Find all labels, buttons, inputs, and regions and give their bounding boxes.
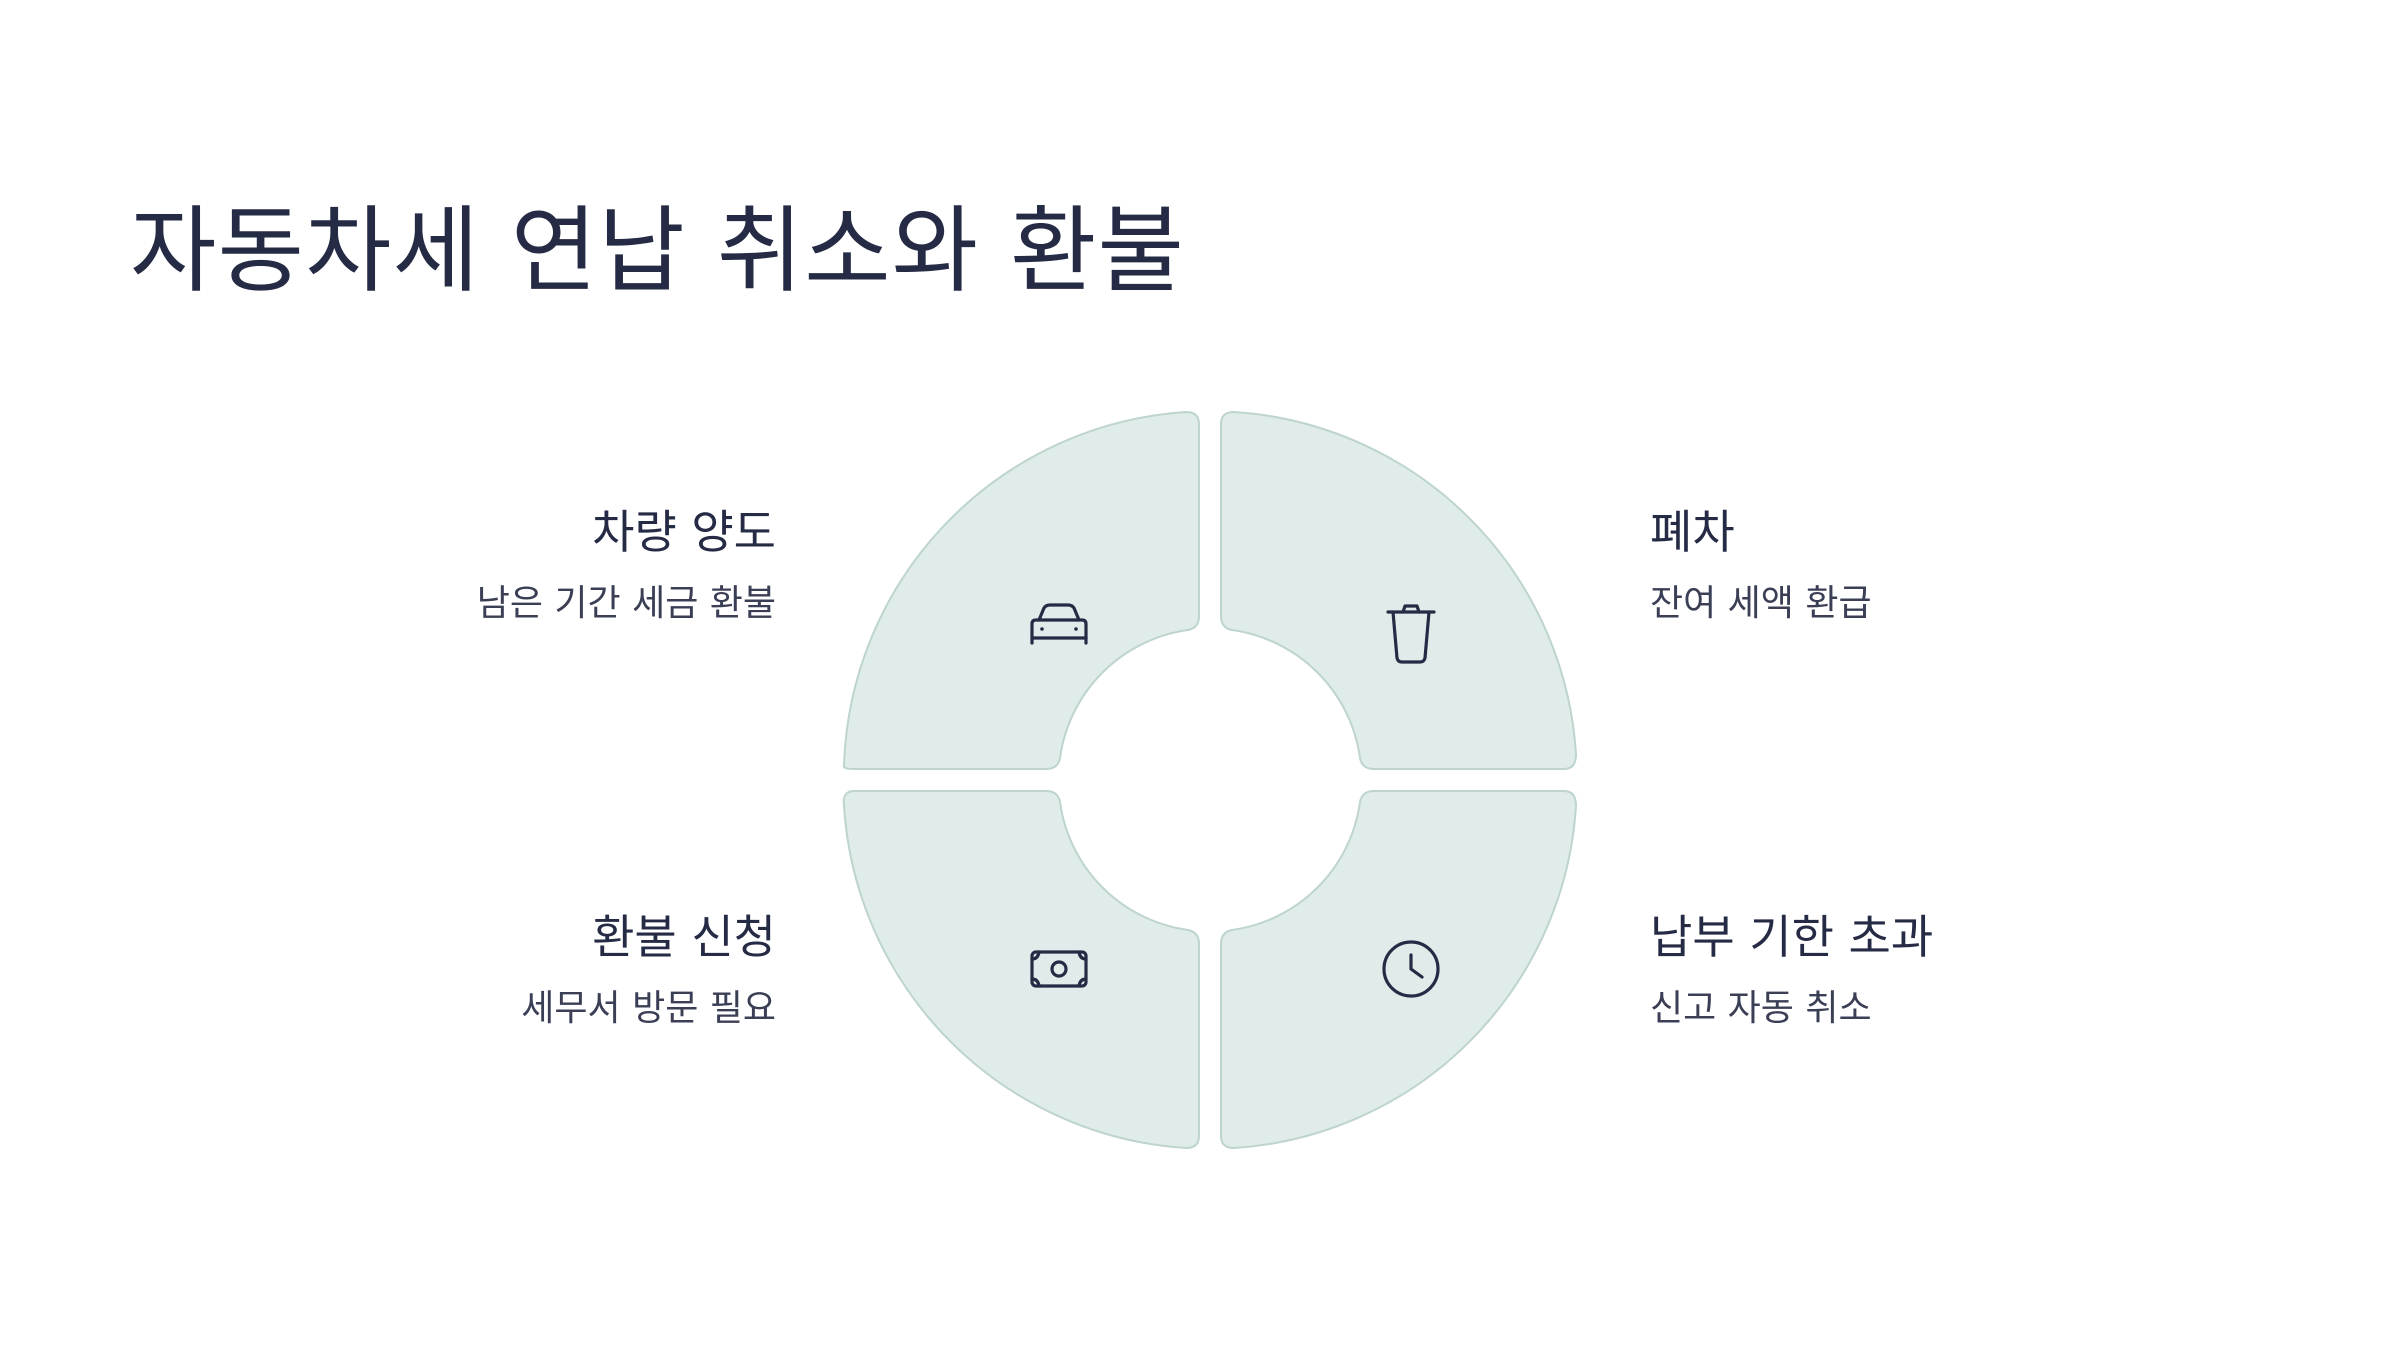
label-desc-refund-request: 세무서 방문 필요 [521, 988, 776, 1030]
segment-bottom-left [842, 790, 1200, 1150]
label-title-refund-request: 환불 신청 [592, 910, 776, 964]
label-desc-vehicle-transfer: 남은 기간 세금 환불 [476, 583, 776, 625]
label-bottom-left: 환불 신청 세무서 방문 필요 [216, 910, 776, 1030]
segment-top-right [1220, 410, 1578, 770]
label-desc-scrapping: 잔여 세액 환급 [1650, 583, 1872, 625]
car-icon [1030, 603, 1088, 645]
label-top-right: 폐차 잔여 세액 환급 [1650, 505, 2210, 625]
label-desc-deadline-exceeded: 신고 자동 취소 [1650, 988, 1872, 1030]
label-title-vehicle-transfer: 차량 양도 [592, 505, 776, 559]
clock-icon [1382, 940, 1440, 998]
banknote-icon [1030, 950, 1088, 988]
page-title: 자동차세 연납 취소와 환불 [130, 197, 1185, 306]
quadrant-ring-diagram [820, 390, 1600, 1170]
label-top-left: 차량 양도 남은 기간 세금 환불 [216, 505, 776, 625]
trash-icon [1386, 604, 1436, 664]
label-title-deadline-exceeded: 납부 기한 초과 [1650, 910, 1934, 964]
segment-top-left [842, 410, 1200, 770]
label-bottom-right: 납부 기한 초과 신고 자동 취소 [1650, 910, 2210, 1030]
segment-bottom-right [1220, 790, 1578, 1150]
label-title-scrapping: 폐차 [1650, 505, 1735, 559]
ring-svg [842, 410, 1578, 1150]
